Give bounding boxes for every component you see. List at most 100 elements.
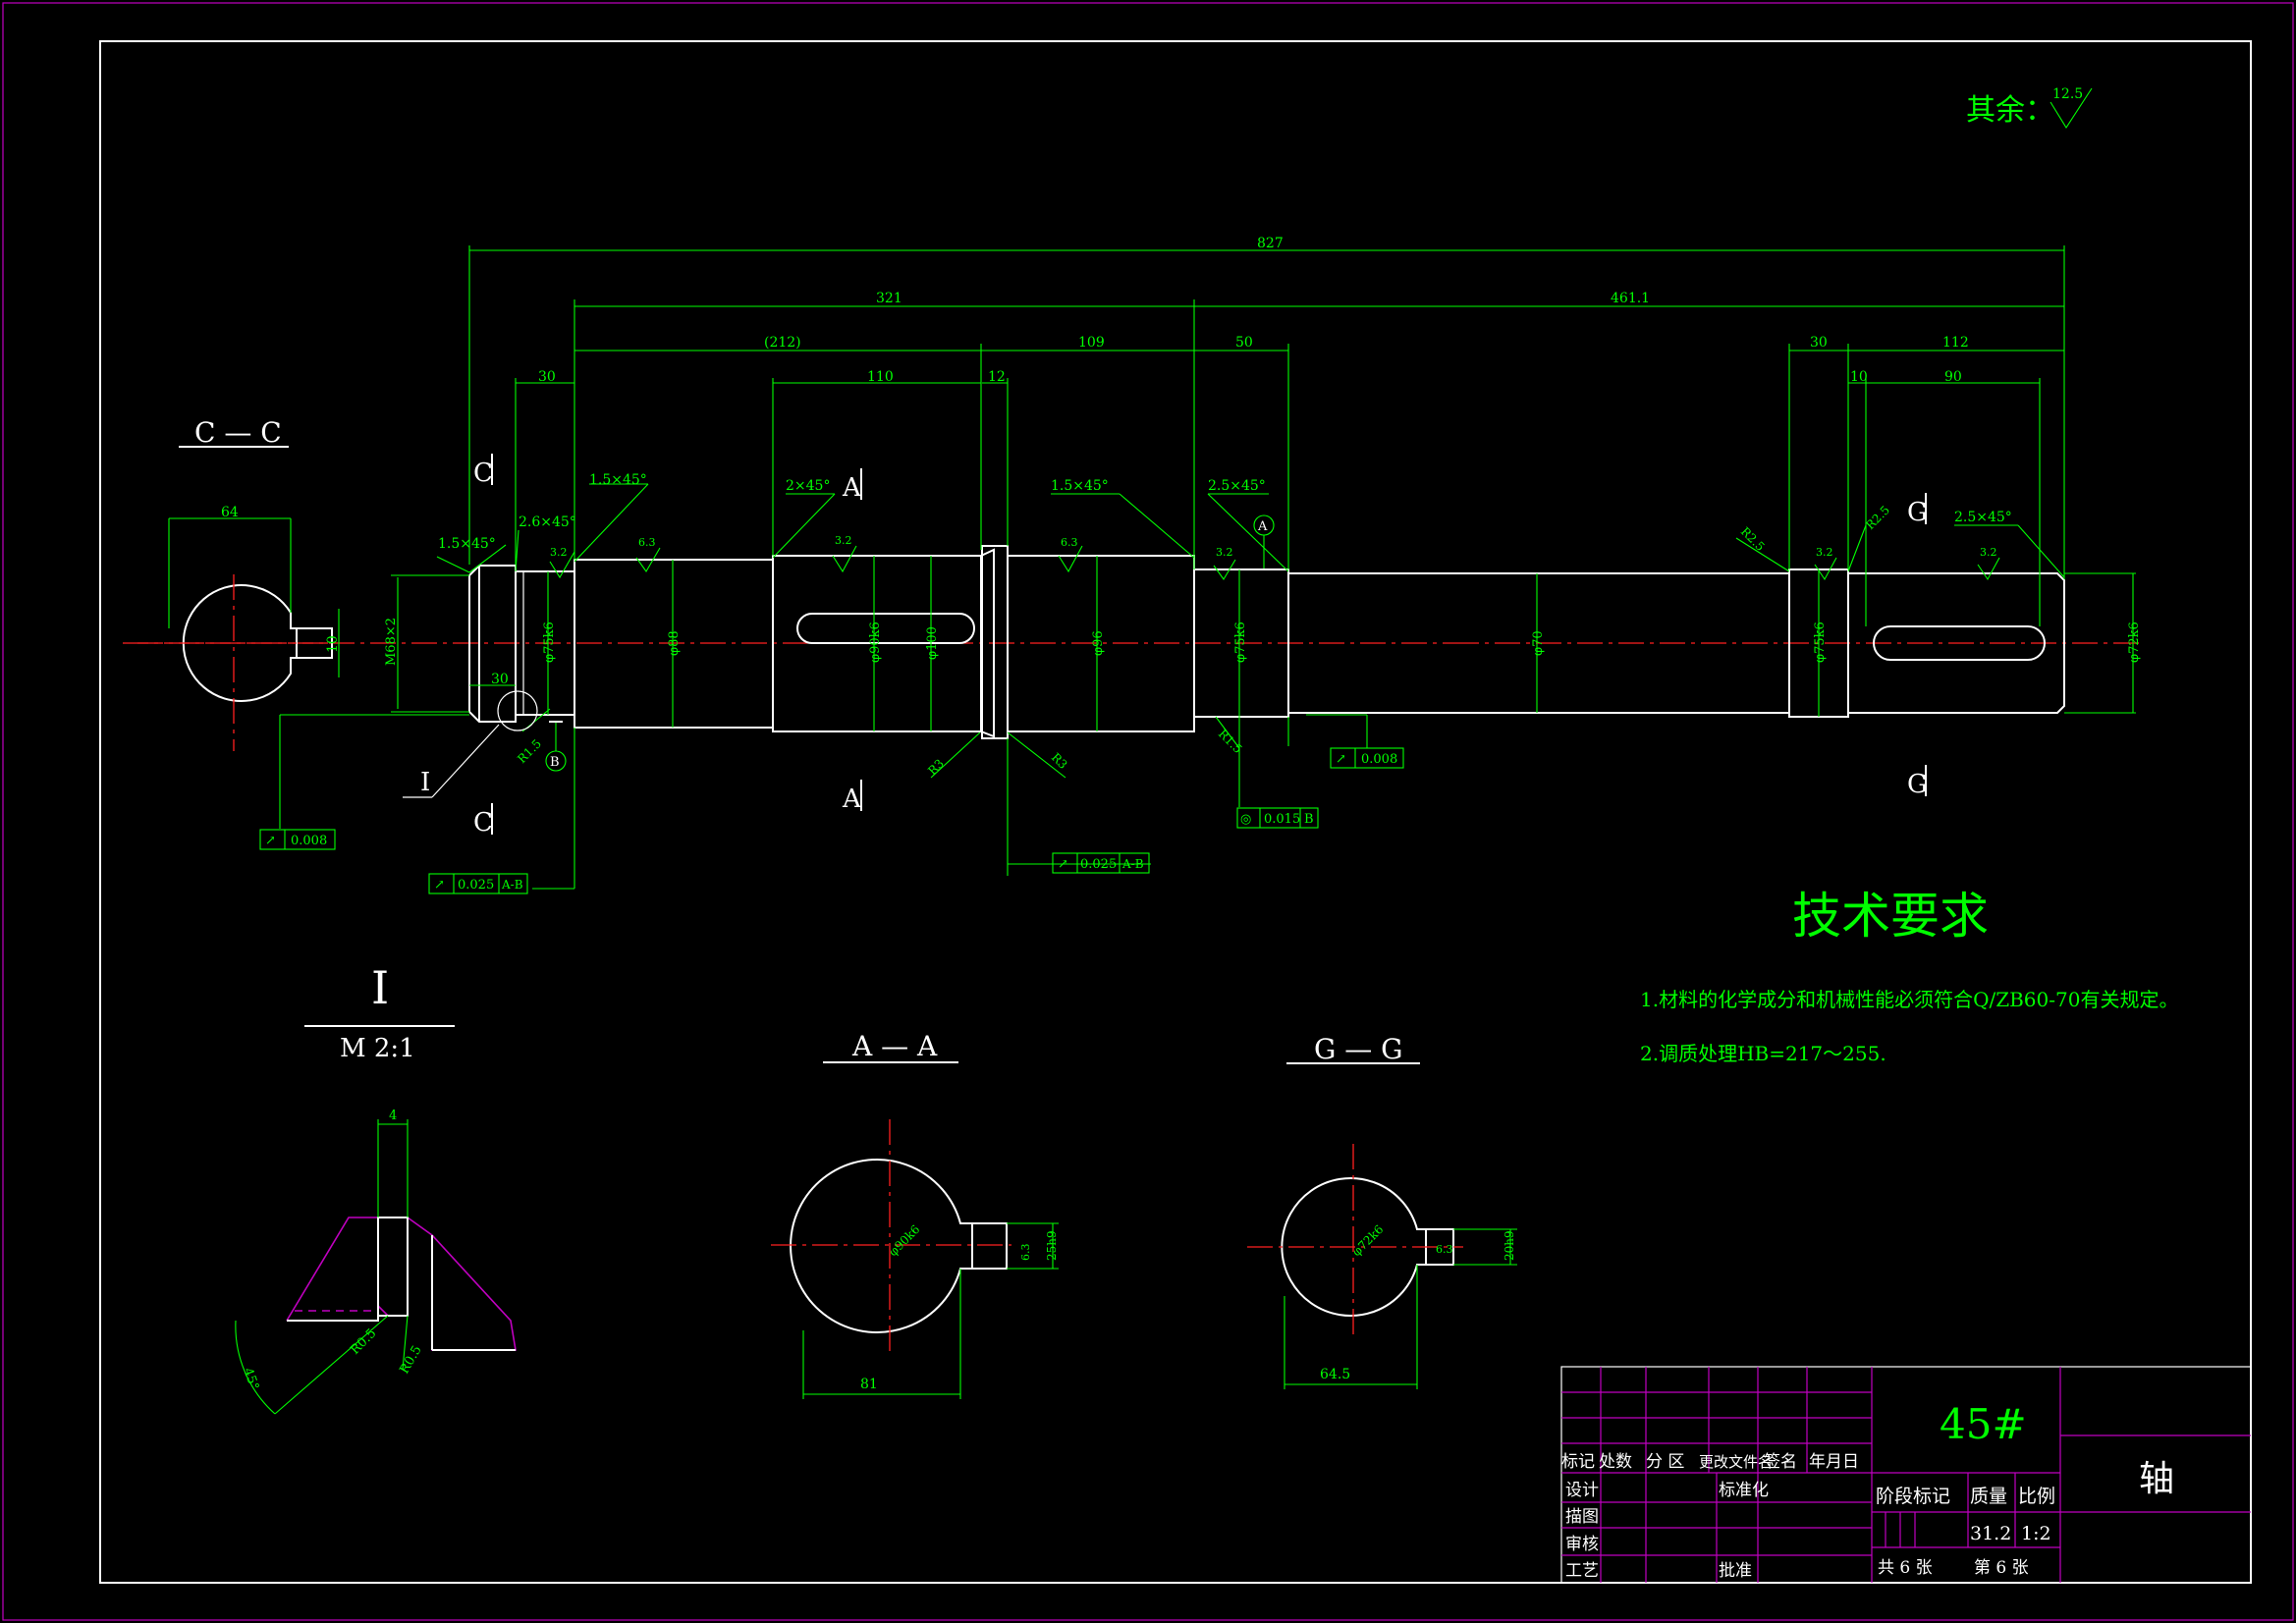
svg-text:M 2:1: M 2:1 [340, 1034, 415, 1063]
svg-text:B: B [550, 755, 560, 770]
svg-text:C: C [473, 459, 493, 488]
svg-text:6.3: 6.3 [1019, 1244, 1032, 1262]
svg-text:C: C [473, 808, 493, 838]
svg-text:R0.5: R0.5 [348, 1326, 379, 1358]
svg-text:A: A [842, 473, 862, 503]
svg-text:更改文件名: 更改文件名 [1699, 1453, 1773, 1471]
svg-text:1:2: 1:2 [2021, 1523, 2051, 1544]
svg-text:6.3: 6.3 [1061, 536, 1078, 549]
svg-text:3.2: 3.2 [835, 534, 852, 547]
svg-text:6.3: 6.3 [638, 536, 656, 549]
svg-text:I: I [420, 768, 430, 797]
svg-text:批准: 批准 [1719, 1561, 1752, 1581]
svg-text:A: A [1257, 519, 1268, 534]
svg-text:45°: 45° [240, 1366, 261, 1392]
svg-text:G: G [1907, 498, 1928, 527]
svg-text:30: 30 [538, 369, 556, 385]
svg-text:90: 90 [1944, 369, 1962, 385]
svg-text:φ100: φ100 [925, 626, 940, 660]
title-block: 标记 处数 分 区 更改文件名 签名 年月日 设计 标准化 描图 审核 工艺 批… [1560, 1366, 2252, 1584]
svg-text:A-B: A-B [1121, 857, 1144, 871]
svg-text:4: 4 [389, 1109, 397, 1123]
svg-text:φ88: φ88 [667, 630, 682, 656]
svg-text:φ96: φ96 [1091, 630, 1106, 656]
svg-text:分 区: 分 区 [1646, 1452, 1684, 1472]
svg-text:0.008: 0.008 [291, 834, 327, 848]
svg-text:112: 112 [1942, 335, 1969, 351]
svg-text:φ75k6: φ75k6 [1813, 622, 1828, 663]
svg-text:0.025: 0.025 [1080, 857, 1117, 872]
svg-text:φ72k6: φ72k6 [1349, 1222, 1386, 1259]
svg-text:◎: ◎ [1240, 812, 1251, 827]
svg-text:81: 81 [860, 1377, 878, 1392]
svg-text:25h9: 25h9 [1045, 1230, 1059, 1261]
part-name: 轴 [2139, 1459, 2174, 1499]
svg-text:10: 10 [1850, 369, 1868, 385]
svg-text:阶段标记: 阶段标记 [1876, 1486, 1950, 1507]
svg-text:2×45°: 2×45° [786, 478, 830, 494]
svg-text:第 6 张: 第 6 张 [1974, 1558, 2029, 1578]
svg-text:64: 64 [221, 505, 239, 520]
svg-text:审核: 审核 [1565, 1535, 1599, 1554]
svg-text:0.025: 0.025 [458, 878, 494, 893]
svg-text:50: 50 [1235, 335, 1253, 351]
svg-text:质量: 质量 [1970, 1486, 2007, 1507]
default-roughness-note: 其余： 12.5 [1966, 86, 2093, 130]
svg-text:技术要求: 技术要求 [1792, 888, 1989, 945]
svg-text:↗: ↗ [1336, 752, 1346, 767]
svg-text:G: G [1907, 770, 1928, 799]
tol-frame-4: ◎ 0.015 B [1236, 807, 1319, 829]
svg-text:↗: ↗ [265, 834, 276, 848]
svg-text:1.5×45°: 1.5×45° [438, 536, 496, 552]
tol-frame-3: ↗ 0.008 [1330, 747, 1404, 769]
svg-text:比例: 比例 [2018, 1486, 2055, 1507]
svg-text:30: 30 [491, 672, 509, 687]
svg-text:R1.5: R1.5 [1216, 727, 1245, 756]
svg-text:φ70: φ70 [1531, 630, 1546, 656]
svg-text:2.调质处理HB=217～255.: 2.调质处理HB=217～255. [1640, 1042, 1886, 1065]
svg-text:↗: ↗ [434, 878, 445, 893]
svg-text:12: 12 [988, 369, 1006, 385]
svg-text:1.5×45°: 1.5×45° [589, 472, 647, 488]
svg-text:3.2: 3.2 [1216, 546, 1233, 559]
svg-text:工艺: 工艺 [1565, 1561, 1599, 1581]
svg-text:6.3: 6.3 [1436, 1243, 1453, 1256]
svg-text:标记: 标记 [1561, 1452, 1595, 1472]
svg-text:461.1: 461.1 [1611, 291, 1650, 306]
svg-text:(212): (212) [764, 335, 801, 351]
svg-text:↗: ↗ [1058, 857, 1068, 872]
svg-text:C — C: C — C [194, 416, 282, 449]
svg-text:共 6 张: 共 6 张 [1878, 1558, 1933, 1578]
svg-text:30: 30 [1810, 335, 1828, 351]
svg-text:0.015: 0.015 [1264, 812, 1300, 827]
svg-text:年月日: 年月日 [1809, 1452, 1859, 1472]
section-aa: A — A 81 25h9 6.3 φ90k6 [771, 1030, 1059, 1399]
svg-text:R2.5: R2.5 [1738, 524, 1768, 554]
svg-text:G — G: G — G [1314, 1033, 1403, 1065]
svg-text:110: 110 [867, 369, 894, 385]
drawing-frame [99, 40, 2252, 1584]
svg-text:R1.5: R1.5 [515, 736, 544, 766]
section-gg: G — G 64.5 20h9 φ72k6 6.3 [1247, 1033, 1517, 1389]
svg-text:1.5×45°: 1.5×45° [1051, 478, 1109, 494]
section-cc: C — C 64 10 [137, 416, 341, 751]
svg-text:φ75k6: φ75k6 [1233, 622, 1248, 663]
svg-text:3.2: 3.2 [1816, 546, 1833, 559]
svg-text:1.材料的化学成分和机械性能必须符合Q/ZB60-70有关规: 1.材料的化学成分和机械性能必须符合Q/ZB60-70有关规定。 [1640, 988, 2178, 1011]
svg-text:φ90k6: φ90k6 [868, 622, 883, 663]
tol-frame-1: ↗ 0.008 [259, 829, 336, 850]
svg-text:64.5: 64.5 [1320, 1367, 1350, 1382]
svg-text:12.5: 12.5 [2052, 86, 2083, 102]
svg-text:20h9: 20h9 [1503, 1230, 1516, 1261]
svg-text:B: B [1304, 812, 1314, 827]
svg-text:φ72k6: φ72k6 [2127, 622, 2142, 663]
material-label: 45# [1940, 1400, 2027, 1448]
detail-circle [497, 690, 538, 731]
datum-a: A [1253, 514, 1275, 570]
svg-text:0.008: 0.008 [1361, 752, 1397, 767]
svg-text:A: A [842, 784, 862, 814]
svg-text:设计: 设计 [1565, 1481, 1599, 1500]
svg-text:2.5×45°: 2.5×45° [1208, 478, 1266, 494]
